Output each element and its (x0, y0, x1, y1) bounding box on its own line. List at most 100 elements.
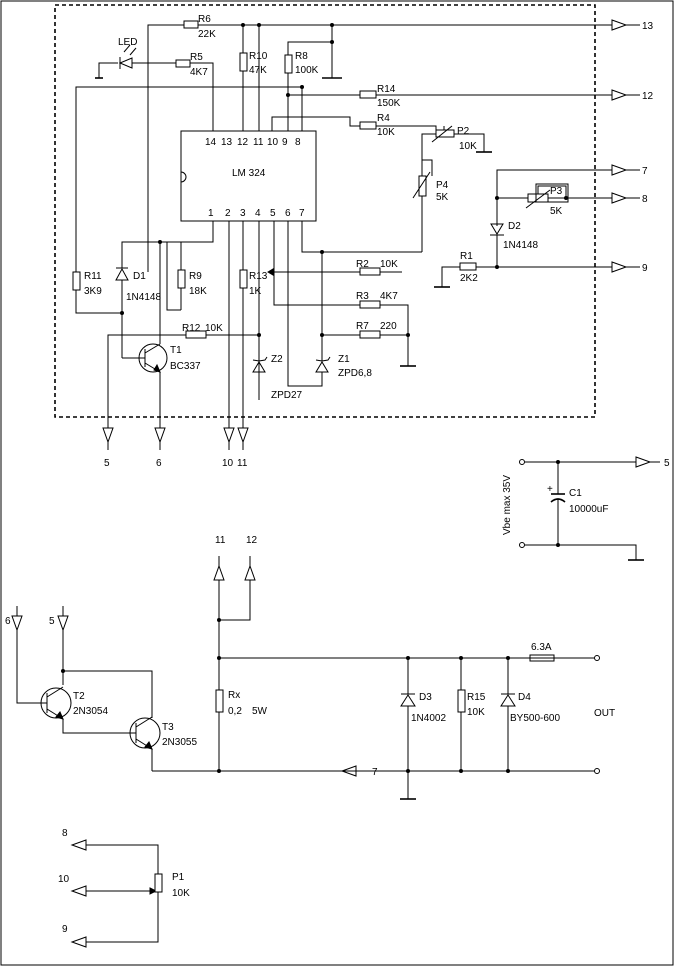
ic-pin-11: 11 (253, 137, 264, 148)
r3-body (359, 300, 381, 309)
r14-value: 150K (377, 98, 401, 109)
capacitor-group: 5 + C1 10000uF Vbe max 35V (502, 456, 670, 561)
d3-id: D3 (419, 692, 432, 703)
darlington-group: 6 5 T2 2N3054 T3 2N3055 (5, 606, 197, 771)
terminal-p12: 12 (246, 535, 258, 546)
ic-pin-13: 13 (221, 137, 233, 148)
terminal-c5: 5 (664, 458, 670, 469)
r8-id: R8 (295, 51, 308, 62)
p1-group: 8 10 9 P1 10K (58, 828, 190, 948)
ic-pin-12: 12 (237, 137, 249, 148)
r6-id: R6 (198, 14, 211, 25)
r1-value: 220 (380, 321, 397, 332)
r10-value: 47K (249, 65, 267, 76)
r8-value: 100K (295, 65, 319, 76)
r5-value: 4K7 (190, 67, 208, 78)
terminal-d5: 5 (49, 616, 55, 627)
p1-id: P1 (172, 872, 185, 883)
p4-value: 5K (436, 192, 449, 203)
r2-value: 10K (380, 259, 398, 270)
r15-value: 10K (467, 707, 485, 718)
r5-id: R5 (190, 52, 203, 63)
r15-body (457, 689, 466, 713)
ic-pin-2: 2 (225, 208, 231, 219)
d1-value: 1N4148 (126, 292, 161, 303)
d2-id: D2 (508, 221, 521, 232)
z2-id: Z2 (271, 354, 283, 365)
terminal-7: 7 (642, 166, 648, 177)
r14-body (359, 90, 377, 99)
r12-body (459, 262, 477, 271)
d4-symbol (500, 694, 516, 707)
t3-value: 2N3055 (162, 737, 197, 748)
ic-pin-10: 10 (267, 137, 279, 148)
p1-value: 10K (172, 888, 190, 899)
rx-power: 5W (252, 706, 268, 717)
r1-body (359, 330, 381, 339)
terminal-b11: 11 (237, 458, 248, 469)
z2-value: ZPD27 (271, 390, 303, 401)
r10-id: R10 (249, 51, 268, 62)
below-ic-group: R9 18K R11 3K9 D1 1N4148 R13 1K R2 10K R… (72, 221, 422, 428)
r10-body (239, 52, 248, 72)
r3-value: 4K7 (380, 291, 398, 302)
terminal-p9: 9 (62, 924, 68, 935)
ic-pin-1: 1 (208, 208, 214, 219)
r14-id: R14 (377, 84, 396, 95)
r15-id: R15 (467, 692, 486, 703)
right-side-group: 7 P3 5K 8 D2 1N4148 R1 2K2 9 (434, 164, 648, 288)
z1-id: Z1 (338, 354, 350, 365)
d1-id: D1 (133, 271, 146, 282)
z1-value: ZPD6,8 (338, 368, 372, 379)
p4-group: P4 5K (412, 159, 449, 252)
r13-id: R13 (249, 271, 268, 282)
ic-label: LM 324 (232, 168, 266, 179)
p3-body (527, 193, 549, 203)
p2-id: P2 (457, 126, 470, 137)
d2-symbol (490, 223, 504, 235)
d3-value: 1N4002 (411, 713, 446, 724)
ic-pin-8: 8 (295, 137, 301, 148)
r11-value: 3K9 (84, 286, 102, 297)
z1-symbol (315, 361, 329, 373)
r9-value: 18K (189, 286, 207, 297)
r4-id: R4 (377, 113, 390, 124)
rx-body (215, 689, 224, 713)
t1-id: T1 (170, 345, 182, 356)
terminal-p11: 11 (215, 535, 226, 546)
r5-body (175, 59, 191, 68)
terminal-p10: 10 (58, 874, 70, 885)
c1-id: C1 (569, 488, 582, 499)
terminal-b6: 6 (156, 458, 162, 469)
ic-notch (180, 171, 187, 183)
r9-body (177, 269, 186, 289)
fuse-value: 6.3A (531, 642, 552, 653)
ic-pin-9: 9 (282, 137, 288, 148)
d4-id: D4 (518, 692, 531, 703)
r1-id: R7 (356, 321, 369, 332)
terminal-12-arrow (611, 89, 628, 101)
led-symbol (118, 57, 133, 69)
r2-id: R2 (356, 259, 369, 270)
r8-body (284, 54, 293, 74)
module-boundary (54, 4, 596, 418)
t2-value: 2N3054 (73, 706, 108, 717)
p3-id: P3 (550, 186, 563, 197)
c1-polarity: + (547, 484, 553, 495)
ic-pin-14: 14 (205, 137, 217, 148)
terminal-13: 13 (642, 21, 654, 32)
d4-value: BY500-600 (510, 713, 560, 724)
r11-body (72, 271, 81, 291)
module-bottom-terminals: 5 6 10 11 (102, 427, 249, 469)
r7-value: 10K (205, 323, 223, 334)
p1-body (154, 873, 163, 893)
rx-value: 0,2 (228, 706, 242, 717)
t2-id: T2 (73, 691, 85, 702)
r11-id: R11 (84, 271, 102, 282)
r13-body (239, 269, 248, 289)
ic-pin-5: 5 (270, 208, 276, 219)
terminal-b10: 10 (222, 458, 234, 469)
output-stage: 11 12 Rx 0,2 5W 6.3A D3 1N4002 (152, 535, 615, 800)
